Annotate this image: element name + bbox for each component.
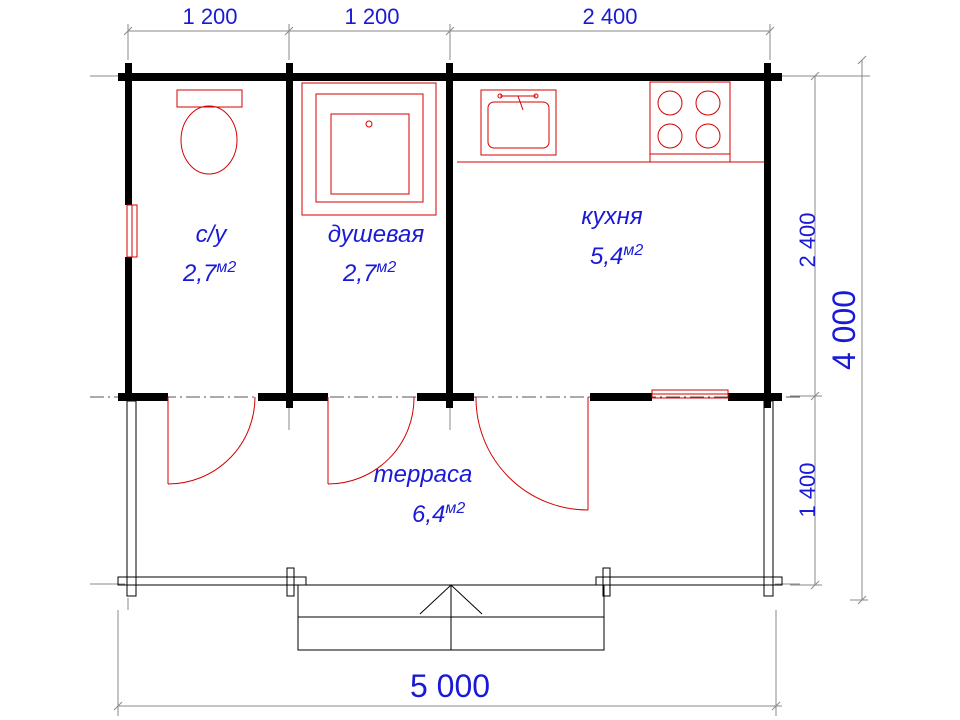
room-area: 6,4	[412, 501, 445, 528]
shower-tray-icon	[301, 82, 437, 216]
dim-top-3: 2 400	[582, 4, 637, 29]
room-area: 5,4	[590, 243, 623, 270]
log-walls	[118, 63, 782, 408]
room-area-unit: м2	[445, 500, 465, 517]
doors	[167, 396, 589, 511]
svg-text:2,7м2: 2,7м2	[342, 259, 396, 287]
terrace-railing	[117, 400, 783, 597]
entrance-steps	[297, 584, 605, 651]
dim-right-upper: 2 400	[795, 212, 820, 267]
room-label-wc: с/у 2,7м2	[182, 221, 236, 287]
room-area-unit: м2	[376, 259, 396, 276]
bottom-dimension-lines	[113, 610, 782, 716]
stove-icon	[649, 81, 731, 163]
dim-right-total: 4 000	[826, 290, 862, 370]
right-dimension-lines	[790, 55, 870, 605]
sink-icon	[480, 89, 557, 156]
svg-text:5,4м2: 5,4м2	[590, 242, 643, 270]
room-name: кухня	[581, 203, 643, 230]
top-dimension-lines	[123, 24, 775, 60]
room-area: 2,7	[342, 260, 378, 287]
dim-bottom-total: 5 000	[410, 668, 490, 704]
room-label-shower: душевая 2,7м2	[328, 221, 425, 287]
svg-text:6,4м2: 6,4м2	[412, 500, 465, 528]
dim-top-1: 1 200	[182, 4, 237, 29]
dim-top-2: 1 200	[344, 4, 399, 29]
axis-lines	[90, 75, 800, 610]
room-area-unit: м2	[216, 259, 236, 276]
dim-right-lower: 1 400	[795, 462, 820, 517]
window-left-wall	[126, 204, 138, 258]
window-kitchen-wall	[651, 389, 729, 399]
room-name: терраса	[374, 461, 473, 488]
svg-text:2,7м2: 2,7м2	[182, 259, 236, 287]
room-name: душевая	[328, 221, 425, 248]
toilet-icon	[176, 89, 243, 175]
room-area-unit: м2	[623, 242, 643, 259]
room-label-kitchen: кухня 5,4м2	[581, 203, 643, 270]
room-label-terrace: терраса 6,4м2	[374, 461, 473, 528]
room-name: с/у	[196, 221, 229, 248]
room-area: 2,7	[182, 260, 218, 287]
